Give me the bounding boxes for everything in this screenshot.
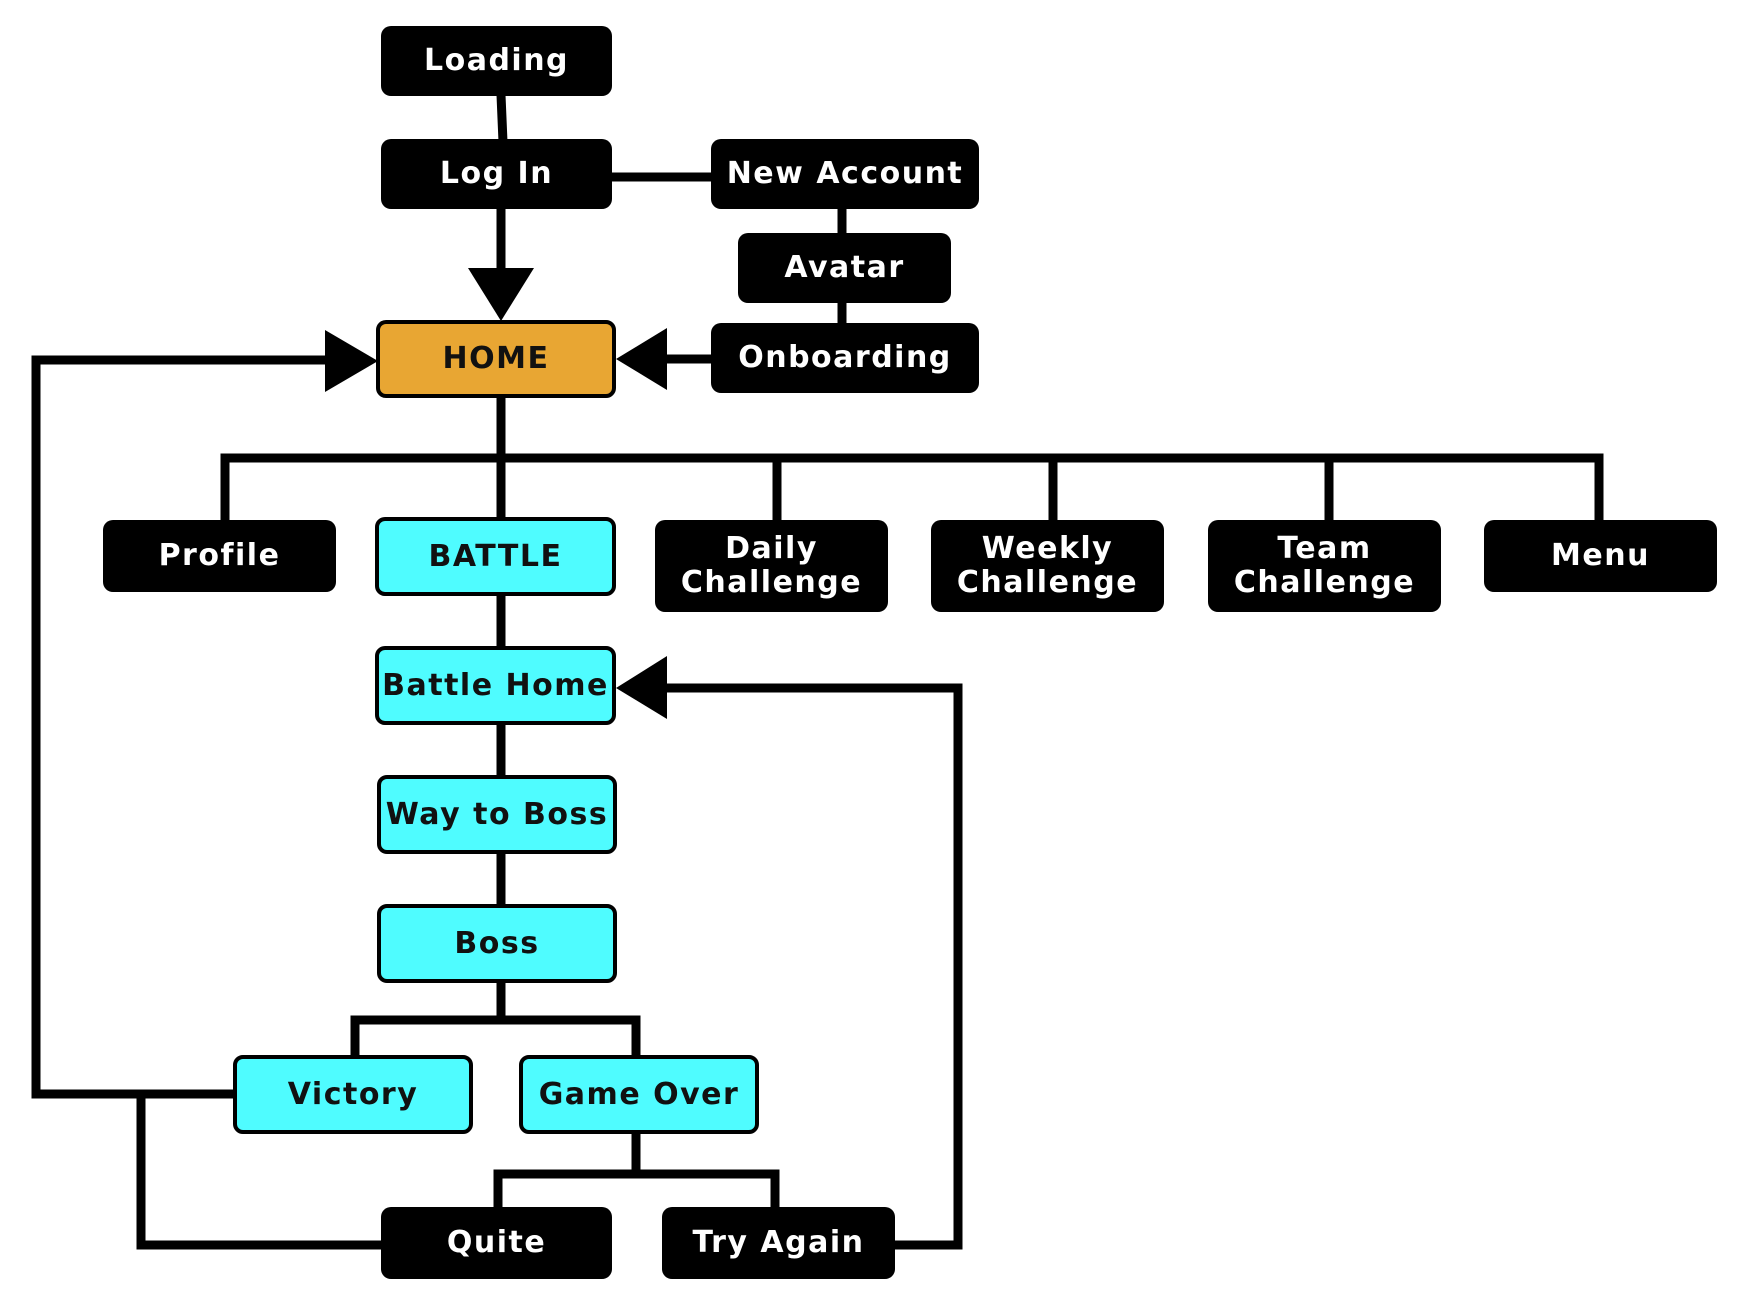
node-login: Log In bbox=[381, 139, 612, 209]
connector-boss-split bbox=[350, 978, 641, 1063]
node-weekly-challenge: Weekly Challenge bbox=[931, 520, 1164, 612]
node-team-challenge: Team Challenge bbox=[1208, 520, 1441, 612]
arrowhead-tryagain-battlehome bbox=[616, 656, 667, 719]
node-boss: Boss bbox=[377, 904, 617, 983]
node-loading: Loading bbox=[381, 26, 612, 96]
connector-victory-home bbox=[31, 355, 340, 1099]
node-try-again: Try Again bbox=[662, 1207, 895, 1279]
node-menu: Menu bbox=[1484, 520, 1717, 592]
connector-tryagain-battlehome bbox=[655, 683, 963, 1250]
node-avatar: Avatar bbox=[738, 233, 951, 303]
node-daily-challenge: Daily Challenge bbox=[655, 520, 888, 612]
node-profile: Profile bbox=[103, 520, 336, 592]
node-battle: BATTLE bbox=[375, 517, 616, 596]
arrowhead-victory-home bbox=[325, 330, 378, 392]
node-new-account: New Account bbox=[711, 139, 979, 209]
node-way-to-boss: Way to Boss bbox=[377, 775, 617, 854]
node-game-over: Game Over bbox=[519, 1055, 759, 1134]
connector-quite-loop bbox=[136, 1089, 386, 1250]
node-victory: Victory bbox=[233, 1055, 473, 1134]
arrowhead-login-home bbox=[468, 268, 534, 321]
node-home: HOME bbox=[376, 320, 616, 398]
connector-loading-login bbox=[496, 90, 508, 147]
arrowhead-onboarding-home bbox=[616, 328, 667, 390]
node-onboarding: Onboarding bbox=[711, 323, 979, 393]
node-battle-home: Battle Home bbox=[375, 646, 616, 725]
node-quite: Quite bbox=[381, 1207, 612, 1279]
connector-gameover-split bbox=[493, 1131, 780, 1215]
